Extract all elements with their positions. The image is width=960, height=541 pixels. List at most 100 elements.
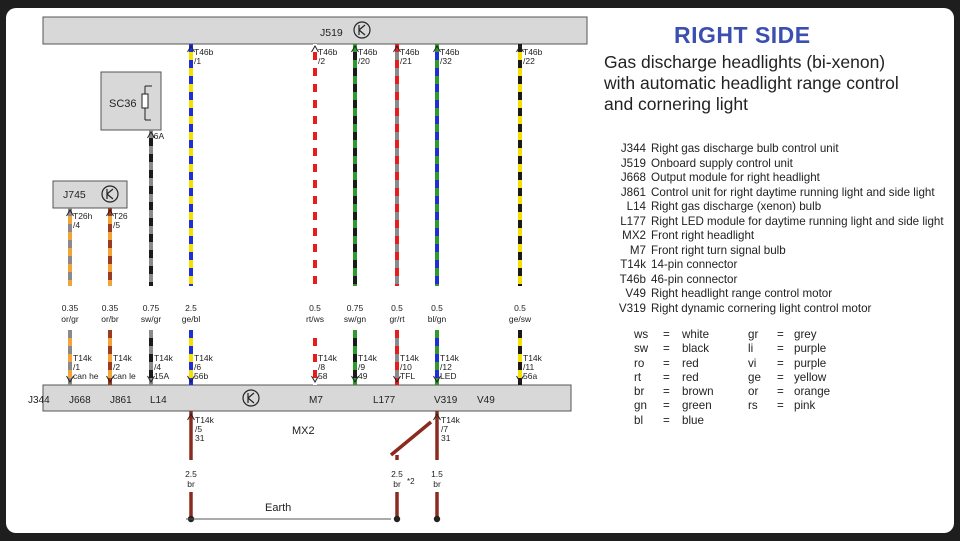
bottom-bar-label: L14 — [150, 395, 167, 406]
fuse-pin-label: 36A — [149, 131, 164, 141]
legend-description: 46-pin connector — [651, 272, 738, 286]
abbr-equals: = — [663, 342, 670, 356]
bottom-pin-label: T14k — [113, 353, 133, 363]
abbr-code: ro — [634, 356, 645, 370]
abbr-color-name: black — [682, 342, 710, 356]
bottom-pin-label: T14k — [318, 353, 338, 363]
wire-size-label: 2.5 — [391, 469, 403, 479]
ground-symbol-icon — [242, 389, 260, 407]
abbr-code: vi — [748, 356, 757, 370]
abbr-equals: = — [663, 370, 670, 384]
bottom-bar-label: V49 — [477, 395, 495, 406]
bottom-pin-number: /8 — [318, 362, 325, 372]
earth-pin-function: 31 — [441, 433, 451, 443]
legend-description: Output module for right headlight — [651, 171, 820, 185]
earth-junction-dot — [393, 515, 401, 523]
abbr-code: li — [748, 342, 754, 356]
pin-arrow-icon — [516, 375, 524, 383]
earth-pin-number: /5 — [195, 424, 202, 434]
legend-description: Right gas discharge (xenon) bulb — [651, 200, 822, 214]
pin-arrow-icon — [106, 209, 114, 217]
abbr-equals: = — [663, 385, 670, 399]
legend-code: J861 — [620, 185, 646, 199]
wire-color-code: ge/sw — [509, 314, 532, 324]
abbr-equals: = — [777, 328, 784, 341]
top-pin-number: /4 — [73, 220, 80, 230]
legend-code: V49 — [625, 287, 646, 301]
wire-size-label: 0.35 — [62, 303, 79, 313]
pin-arrow-icon — [393, 375, 401, 383]
abbr-code: rt — [634, 370, 642, 384]
wire-size-label: 0.5 — [514, 303, 526, 313]
bottom-bar-label: M7 — [309, 395, 323, 406]
ground-symbol-icon — [101, 185, 119, 203]
legend-code: J519 — [620, 156, 646, 170]
sc36-label: SC36 — [109, 98, 137, 110]
earth-wire: 2.5br — [391, 455, 403, 523]
mx2-label: MX2 — [292, 425, 315, 437]
bottom-pin-function: 56b — [194, 371, 208, 381]
top-pin-label: T46b — [358, 47, 378, 57]
earth-pin-label: T14k — [441, 415, 461, 425]
pin-arrow-icon — [351, 45, 359, 53]
abbr-equals: = — [777, 385, 784, 399]
bottom-pin-function: can le — [113, 371, 136, 381]
abbr-equals — [777, 414, 794, 428]
abbr-code: ge — [748, 370, 761, 384]
top-pin-label: T26h — [73, 211, 93, 221]
earth-junction-dot — [433, 515, 441, 523]
bottom-components-bar — [42, 384, 572, 412]
bottom-pin-label: T14k — [440, 353, 460, 363]
wire-color-code: gr/rt — [389, 314, 405, 324]
top-pin-number: /22 — [523, 56, 535, 66]
legend-description: Control unit for right daytime running l… — [651, 185, 935, 199]
bottom-bar-label: J344 — [28, 395, 50, 406]
abbr-equals: = — [663, 413, 670, 427]
pin-arrow-icon — [106, 375, 114, 383]
bottom-bar-label: J668 — [69, 395, 91, 406]
wire-color-code: sw/gr — [141, 314, 161, 324]
bottom-pin-number: /2 — [113, 362, 120, 372]
abbr-equals: = — [777, 356, 784, 370]
bottom-pin-number: /6 — [194, 362, 201, 372]
bottom-pin-label: T14k — [154, 353, 174, 363]
wire-color-code: bl/gn — [428, 314, 447, 324]
pin-arrow-icon — [516, 45, 524, 53]
bottom-pin-label: T14k — [400, 353, 420, 363]
legend-code: L14 — [626, 200, 646, 214]
abbr-color-name: purple — [794, 342, 827, 356]
abbr-color-name: red — [682, 370, 699, 384]
earth-pin-label: T14k — [195, 415, 215, 425]
fuse-icon — [141, 93, 149, 109]
top-pin-number: /32 — [440, 56, 452, 66]
wire-size-label: 0.5 — [309, 303, 321, 313]
bottom-pin-function: can he — [73, 371, 99, 381]
abbr-code: ws — [634, 328, 649, 341]
earth-label: Earth — [265, 502, 291, 514]
bottom-pin-number: /10 — [400, 362, 412, 372]
wire-color-code: br — [433, 479, 441, 489]
wire-color-code: sw/gn — [344, 314, 366, 324]
abbr-color-name: green — [682, 399, 712, 413]
j519-bar — [42, 16, 588, 45]
wire-color-code: br — [187, 479, 195, 489]
wire-size-label: 0.5 — [391, 303, 403, 313]
note-star: *2 — [407, 477, 415, 486]
abbr-color-name: orange — [794, 385, 831, 399]
j745-label: J745 — [63, 189, 86, 201]
